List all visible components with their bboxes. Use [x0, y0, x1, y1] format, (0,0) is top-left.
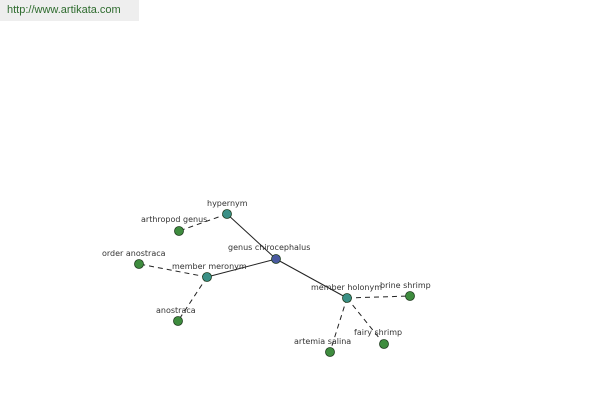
label-artemia-salina: artemia salina [294, 337, 351, 346]
node-hypernym[interactable] [222, 209, 232, 219]
node-artemia-salina[interactable] [325, 347, 335, 357]
label-anostraca: anostraca [156, 306, 196, 315]
site-link[interactable]: http://www.artikata.com [0, 0, 139, 21]
node-member-meronym[interactable] [202, 272, 212, 282]
edge-center-member-meronym [206, 258, 277, 278]
node-fairy-shrimp[interactable] [379, 339, 389, 349]
label-hypernym: hypernym [207, 199, 248, 208]
label-center: genus chirocephalus [228, 243, 310, 252]
label-arthropod-genus: arthropod genus [141, 215, 207, 224]
edge-center-hypernym [226, 213, 277, 260]
label-order-anostraca: order anostraca [102, 249, 166, 258]
edge-member-holonym-fairy-shrimp [346, 297, 385, 345]
edge-member-holonym-brine-shrimp [346, 295, 411, 299]
node-brine-shrimp[interactable] [405, 291, 415, 301]
node-member-holonym[interactable] [342, 293, 352, 303]
label-member-meronym: member meronym [172, 262, 247, 271]
node-anostraca[interactable] [173, 316, 183, 326]
label-brine-shrimp: brine shrimp [380, 281, 431, 290]
node-order-anostraca[interactable] [134, 259, 144, 269]
edge-member-meronym-order-anostraca [138, 263, 208, 278]
label-member-holonym: member holonym [311, 283, 382, 292]
label-fairy-shrimp: fairy shrimp [354, 328, 402, 337]
graph-nodes [134, 209, 415, 357]
graph-edges [138, 213, 411, 353]
node-arthropod-genus[interactable] [174, 226, 184, 236]
edge-member-holonym-artemia-salina [329, 297, 348, 353]
edge-center-member-holonym [275, 258, 348, 299]
node-center[interactable] [271, 254, 281, 264]
